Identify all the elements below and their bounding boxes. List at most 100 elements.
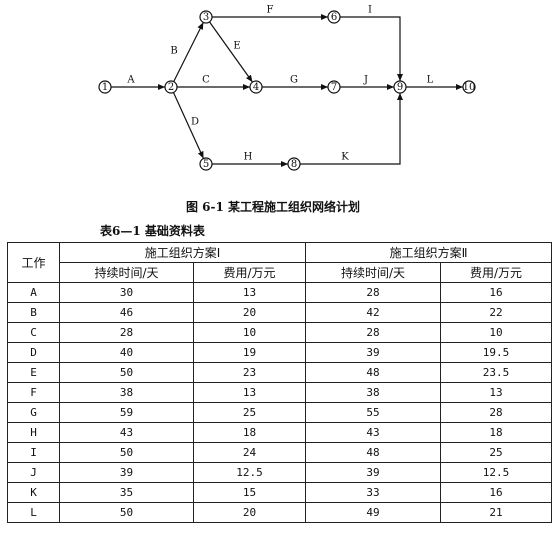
work-cell: H: [7, 422, 60, 443]
plan1-cost-cell: 13: [192, 382, 307, 403]
table-header-row-1: 工作 施工组织方案Ⅰ 施工组织方案Ⅱ: [7, 242, 553, 283]
event-node-5: [199, 157, 213, 171]
plan1-cost-cell: 19: [192, 342, 307, 363]
table-row: I 50 24 48 25: [7, 442, 553, 463]
plan2-duration-cell: 28: [305, 282, 442, 303]
event-node-label-1: 1: [102, 82, 108, 93]
event-node-2: [164, 80, 178, 94]
event-node-label-6: 6: [331, 12, 337, 23]
table-row: C 28 10 28 10: [7, 322, 553, 343]
plan1-cost-cell: 13: [192, 282, 307, 303]
plan2-cost-cell: 18: [440, 422, 553, 443]
event-node-9: [393, 80, 407, 94]
event-node-label-8: 8: [291, 159, 297, 170]
plan2-duration-cell: 38: [305, 382, 442, 403]
event-node-8: [287, 157, 301, 171]
work-cell: D: [7, 342, 60, 363]
plan1-cost-cell: 24: [192, 442, 307, 463]
table-row: K 35 15 33 16: [7, 482, 553, 503]
plan2-cost-cell: 13: [440, 382, 553, 403]
plan1-duration-cell: 40: [59, 342, 194, 363]
plan2-cost-cell: 28: [440, 402, 553, 423]
plan1-cost-cell: 15: [192, 482, 307, 503]
plan2-duration-cell: 42: [305, 302, 442, 323]
event-node-label-9: 9: [397, 82, 403, 93]
plan2-cost-cell: 16: [440, 482, 553, 503]
plan1-cost-cell: 10: [192, 322, 307, 343]
plan1-cost-cell: 18: [192, 422, 307, 443]
activity-arrow-k: [300, 93, 403, 165]
activity-label-d: D: [191, 117, 199, 128]
work-cell: I: [7, 442, 60, 463]
table-row: H 43 18 43 18: [7, 422, 553, 443]
table-row: F 38 13 38 13: [7, 382, 553, 403]
plan1-cost-cell: 12.5: [192, 462, 307, 483]
activity-label-f: F: [267, 5, 274, 16]
event-node-label-3: 3: [203, 12, 209, 23]
event-node-label-10: 10: [463, 82, 476, 93]
work-cell: J: [7, 462, 60, 483]
plan2-duration-cell: 55: [305, 402, 442, 423]
work-header: 工作: [7, 242, 60, 283]
plan1-cost-cell: 25: [192, 402, 307, 423]
plan2-cost-cell: 25: [440, 442, 553, 463]
plan2-duration-cell: 48: [305, 442, 442, 463]
plan2-cost-cell: 12.5: [440, 462, 553, 483]
plan2-cost-cell: 23.5: [440, 362, 553, 383]
activity-label-c: C: [202, 75, 210, 86]
event-node-label-4: 4: [253, 82, 259, 93]
plan2-cost-cell: 10: [440, 322, 553, 343]
activity-label-l: L: [427, 75, 434, 86]
work-cell: L: [7, 502, 60, 523]
plan1-cost-header: 费用/万元: [192, 262, 307, 283]
plan1-cost-cell: 20: [192, 502, 307, 523]
table-row: D 40 19 39 19.5: [7, 342, 553, 363]
plan1-duration-cell: 46: [59, 302, 194, 323]
work-cell: C: [7, 322, 60, 343]
activity-label-k: K: [341, 152, 349, 163]
table-row: G 59 25 55 28: [7, 402, 553, 423]
plan2-duration-cell: 33: [305, 482, 442, 503]
figure-caption: 图 6-1 某工程施工组织网络计划: [186, 200, 361, 214]
activity-label-b: B: [170, 46, 177, 57]
event-node-4: [249, 80, 263, 94]
plan1-duration-cell: 35: [59, 482, 194, 503]
plan1-duration-cell: 50: [59, 502, 194, 523]
table-row: L 50 20 49 21: [7, 502, 553, 523]
table-body: A 30 13 28 16 B 46 20 42 22 C 28 10 28 1…: [7, 282, 553, 523]
plan1-duration-cell: 43: [59, 422, 194, 443]
plan1-cost-cell: 20: [192, 302, 307, 323]
plan1-duration-cell: 50: [59, 442, 194, 463]
plan2-duration-cell: 39: [305, 342, 442, 363]
activity-arrow-i: [340, 16, 403, 81]
event-node-1: [98, 80, 112, 94]
activity-label-h: H: [244, 152, 253, 163]
work-cell: G: [7, 402, 60, 423]
activity-label-i: I: [368, 5, 372, 16]
plan1-duration-cell: 59: [59, 402, 194, 423]
activity-label-g: G: [290, 75, 298, 86]
plan1-duration-cell: 30: [59, 282, 194, 303]
activity-label-e: E: [233, 41, 240, 52]
table-row: B 46 20 42 22: [7, 302, 553, 323]
plan2-duration-header: 持续时间/天: [305, 262, 442, 283]
table-row: A 30 13 28 16: [7, 282, 553, 303]
plan2-header: 施工组织方案Ⅱ: [305, 242, 553, 263]
activity-arrow-d: [172, 92, 205, 159]
work-cell: F: [7, 382, 60, 403]
activity-label-a: A: [126, 75, 135, 86]
plan1-cost-cell: 23: [192, 362, 307, 383]
plan2-cost-header: 费用/万元: [440, 262, 553, 283]
event-node-6: [327, 10, 341, 24]
plan1-duration-cell: 28: [59, 322, 194, 343]
event-node-7: [327, 80, 341, 94]
work-cell: A: [7, 282, 60, 303]
plan2-duration-cell: 48: [305, 362, 442, 383]
table-header-row-2: 持续时间/天 费用/万元 持续时间/天 费用/万元: [8, 262, 553, 283]
plan2-cost-cell: 16: [440, 282, 553, 303]
event-node-label-7: 7: [331, 82, 337, 93]
table-row: E 50 23 48 23.5: [7, 362, 553, 383]
